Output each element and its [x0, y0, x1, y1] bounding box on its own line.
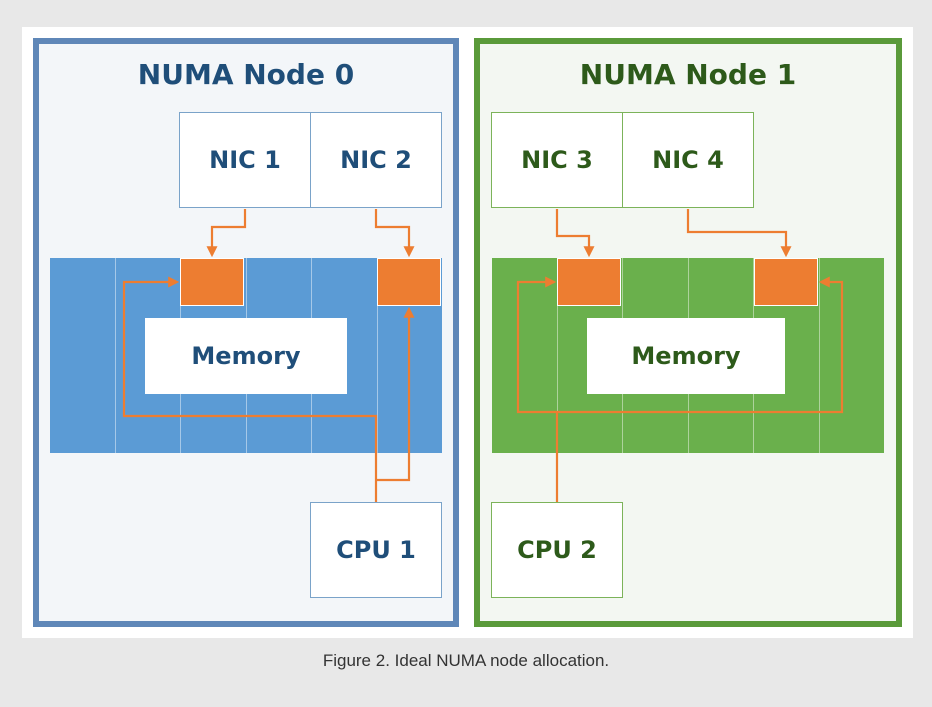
- figure-caption: Figure 2. Ideal NUMA node allocation.: [322, 651, 610, 670]
- nic-1-memory-buffer: [180, 258, 244, 306]
- nic-3-memory-buffer: [557, 258, 621, 306]
- node-0-memory-label: Memory: [145, 318, 347, 394]
- cpu-2-box: CPU 2: [491, 502, 623, 598]
- node-1-memory-label: Memory: [587, 318, 785, 394]
- nic-3-box: NIC 3: [491, 112, 623, 208]
- cpu-1-box: CPU 1: [310, 502, 442, 598]
- nic-2-box: NIC 2: [310, 112, 442, 208]
- nic-4-box: NIC 4: [622, 112, 754, 208]
- node-0-title: NUMA Node 0: [137, 58, 355, 91]
- node-1-title: NUMA Node 1: [579, 58, 797, 91]
- nic-1-box: NIC 1: [179, 112, 311, 208]
- nic-4-memory-buffer: [754, 258, 818, 306]
- nic-2-memory-buffer: [377, 258, 441, 306]
